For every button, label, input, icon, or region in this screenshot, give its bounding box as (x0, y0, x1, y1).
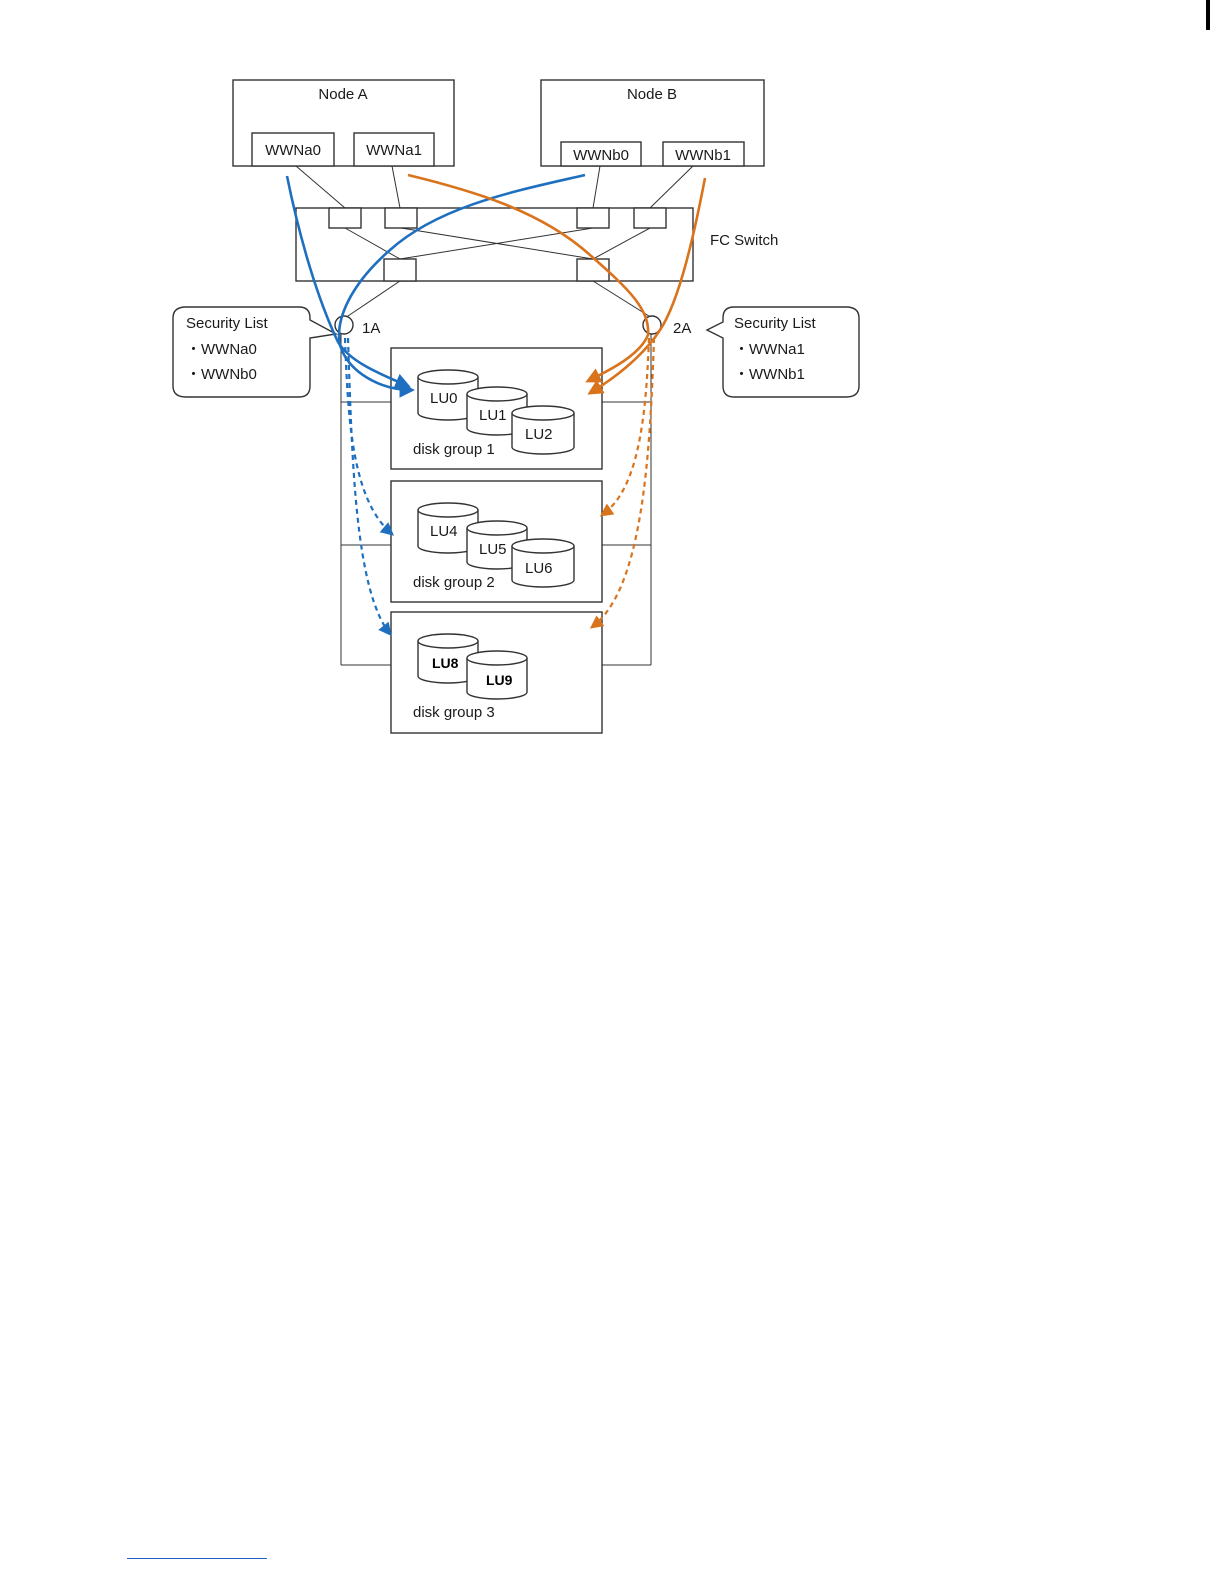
node-a-label: Node A (318, 86, 367, 103)
footnote-separator (127, 1558, 267, 1559)
hba-switch-links (296, 166, 693, 208)
security-list-left-entry-1: ・WWNa0 (186, 341, 257, 358)
switch-port-bottom-1 (384, 259, 416, 281)
disk-group-1: LU0 LU1 LU2 disk group 1 (391, 348, 602, 469)
fc-switch-label: FC Switch (710, 232, 778, 249)
node-b: Node B WWNb0 WWNb1 (541, 80, 764, 166)
port-1a-label: 1A (362, 320, 380, 337)
hba-wwnb1-label: WWNb1 (675, 147, 731, 164)
hba-wwnb0-label: WWNb0 (573, 147, 629, 164)
lu-cylinder: LU2 (512, 406, 574, 454)
security-list-left-entry-2: ・WWNb0 (186, 366, 257, 383)
lu5-label: LU5 (479, 541, 507, 558)
switch-port-top-4 (634, 208, 666, 228)
lu1-label: LU1 (479, 407, 507, 424)
disk-group-3: LU8 LU9 disk group 3 (391, 612, 602, 733)
security-list-right: Security List ・WWNa1 ・WWNb1 (707, 307, 859, 397)
lu8-label: LU8 (432, 655, 459, 671)
security-list-right-entry-1: ・WWNa1 (734, 341, 805, 358)
port-2a-label: 2A (673, 320, 691, 337)
lu-cylinder: LU6 (512, 539, 574, 587)
disk-group-3-label: disk group 3 (413, 704, 495, 721)
lu4-label: LU4 (430, 523, 458, 540)
switch-port-top-3 (577, 208, 609, 228)
security-list-right-title: Security List (734, 315, 817, 332)
lu0-label: LU0 (430, 390, 458, 407)
node-a: Node A WWNa0 WWNa1 (233, 80, 454, 166)
switch-port-top-2 (385, 208, 417, 228)
lu6-label: LU6 (525, 560, 553, 577)
lu2-label: LU2 (525, 426, 553, 443)
disk-group-2-label: disk group 2 (413, 574, 495, 591)
hba-wwna0-label: WWNa0 (265, 142, 321, 159)
lu-cylinder: LU9 (467, 651, 527, 699)
hba-wwna1-label: WWNa1 (366, 142, 422, 159)
security-list-left-title: Security List (186, 315, 269, 332)
security-list-right-entry-2: ・WWNb1 (734, 366, 805, 383)
disk-group-2: LU4 LU5 LU6 disk group 2 (391, 481, 602, 602)
disk-group-1-label: disk group 1 (413, 441, 495, 458)
node-b-label: Node B (627, 86, 677, 103)
switch-port-top-1 (329, 208, 361, 228)
switch-port-bottom-2 (577, 259, 609, 281)
security-list-left: Security List ・WWNa0 ・WWNb0 (173, 307, 336, 397)
lu9-label: LU9 (486, 672, 513, 688)
